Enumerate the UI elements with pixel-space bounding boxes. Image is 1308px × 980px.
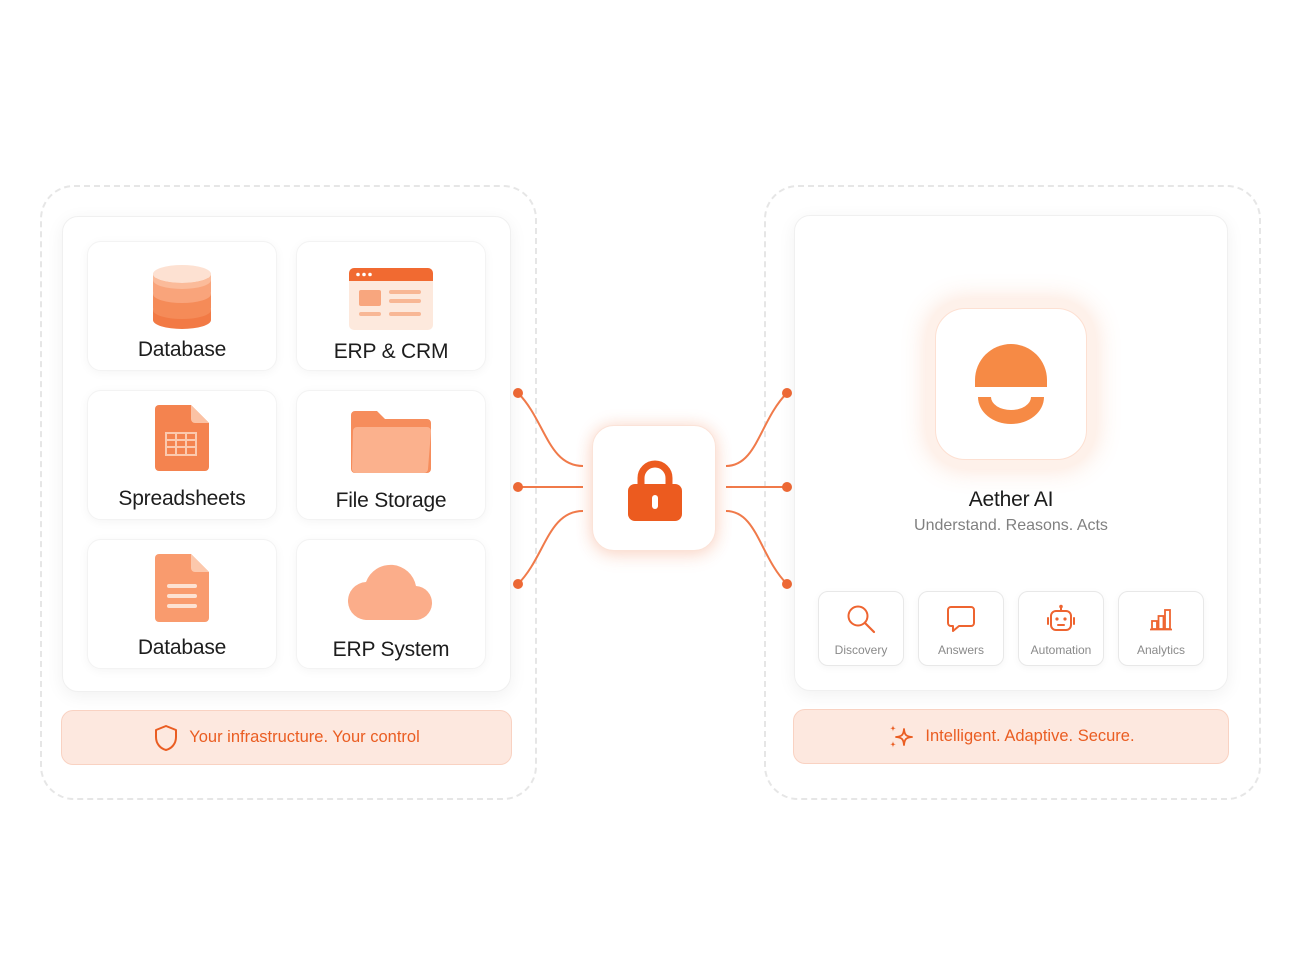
source-tile-label: ERP & CRM	[333, 340, 449, 363]
feature-label: Answers	[937, 643, 984, 657]
source-tile-database[interactable]: Database	[87, 241, 277, 371]
cloud-icon	[348, 564, 432, 620]
lock-icon	[628, 460, 682, 521]
feature-analytics[interactable]: Analytics	[1118, 591, 1204, 666]
feature-automation[interactable]: Automation	[1018, 591, 1104, 666]
sources-group	[40, 185, 537, 800]
infrastructure-banner: Your infrastructure. Your control	[61, 710, 512, 765]
source-tile-label: Spreadsheets	[118, 487, 246, 510]
connector-dot	[513, 388, 523, 398]
browser-window-icon	[349, 268, 433, 330]
feature-answers[interactable]: Answers	[918, 591, 1004, 666]
document-file-icon	[155, 554, 209, 622]
ai-group	[764, 185, 1261, 800]
robot-icon	[1047, 604, 1075, 631]
ai-banner-text: Intelligent. Adaptive. Secure.	[925, 727, 1135, 745]
source-tile-erp-crm[interactable]: ERP & CRM	[296, 241, 486, 371]
infrastructure-banner-text: Your infrastructure. Your control	[189, 728, 420, 746]
connector-dot	[782, 388, 792, 398]
feature-label: Discovery	[834, 643, 888, 657]
connector-dot	[782, 482, 792, 492]
ai-banner: Intelligent. Adaptive. Secure.	[793, 709, 1229, 764]
source-tile-database-documents[interactable]: Database	[87, 539, 277, 669]
connector-dot	[513, 482, 523, 492]
connector-right-top	[725, 392, 788, 467]
source-tile-erp-system[interactable]: ERP System	[296, 539, 486, 669]
source-tile-label: ERP System	[332, 638, 450, 661]
feature-label: Analytics	[1136, 643, 1186, 657]
aether-logo-box	[935, 308, 1087, 460]
connector-right-bottom	[725, 510, 788, 585]
feature-discovery[interactable]: Discovery	[818, 591, 904, 666]
source-tile-file-storage[interactable]: File Storage	[296, 390, 486, 520]
connector-dot	[782, 579, 792, 589]
connector-left-bottom	[517, 510, 584, 585]
feature-label: Automation	[1030, 643, 1092, 657]
shield-icon	[155, 724, 178, 751]
bar-chart-icon	[1150, 609, 1172, 631]
ai-title: Aether AI	[968, 488, 1054, 511]
connector-dot	[513, 579, 523, 589]
sparkles-icon	[890, 724, 914, 748]
source-tile-label: Database	[137, 636, 227, 659]
spreadsheet-file-icon	[155, 405, 209, 471]
database-icon	[153, 265, 211, 329]
source-tile-label: Database	[137, 338, 227, 361]
source-tile-spreadsheets[interactable]: Spreadsheets	[87, 390, 277, 520]
ai-tagline: Understand. Reasons. Acts	[914, 517, 1108, 534]
source-tile-label: File Storage	[335, 489, 447, 512]
connector-left-top	[517, 392, 584, 467]
aether-logo-icon	[975, 344, 1047, 424]
folder-icon	[351, 411, 431, 473]
chat-bubble-icon	[947, 606, 975, 632]
data-sources-card: Database ERP & CRM	[62, 216, 511, 692]
search-icon	[847, 605, 876, 634]
secure-gateway	[592, 425, 716, 551]
